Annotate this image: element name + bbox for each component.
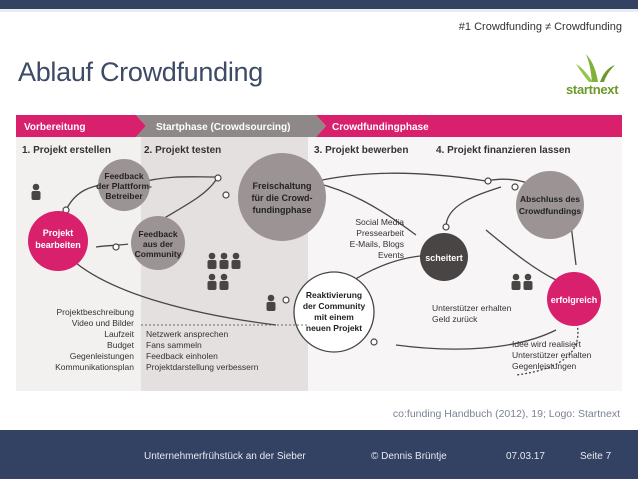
node-fs-line2: für die Crowd- xyxy=(252,193,313,203)
success-outcome-text: Idee wird realisiert Unterstützer erhalt… xyxy=(512,339,592,371)
node-feedback-plattform xyxy=(98,159,150,211)
channel-list: Social Media Pressearbeit E-Mails, Blogs… xyxy=(350,217,405,260)
node-projekt-line1: Projekt xyxy=(43,228,74,238)
list-item: Netzwerk ansprechen xyxy=(146,329,228,339)
list-item: Idee wird realisiert xyxy=(512,339,582,349)
people-icon xyxy=(31,183,533,311)
list-item: Fans sammeln xyxy=(146,340,202,350)
list-item: Video und Bilder xyxy=(72,318,134,328)
node-erfolgreich xyxy=(547,272,601,326)
top-divider xyxy=(0,9,638,12)
node-erfolgreich-label: erfolgreich xyxy=(551,295,598,305)
step-3-label: 3. Projekt bewerben xyxy=(314,145,408,156)
preparation-list: Projektbeschreibung Video und Bilder Lau… xyxy=(55,307,135,372)
footer-author: © Dennis Brüntje xyxy=(371,451,447,462)
node-ab-line1: Abschluss des xyxy=(520,194,580,204)
logo-wordmark: startnext xyxy=(566,82,619,97)
list-item: Gegenleistungen xyxy=(512,361,577,371)
node-rk-line4: neuen Projekt xyxy=(306,323,362,333)
node-fc-line3: Community xyxy=(135,249,182,259)
list-item: Projektdarstellung verbessern xyxy=(146,362,259,372)
node-fs-line1: Freischaltung xyxy=(252,181,311,191)
footer-date: 07.03.17 xyxy=(506,451,545,462)
process-diagram-svg: Vorbereitung Startphase (Crowdsourcing) … xyxy=(16,115,622,391)
footer-page: Seite 7 xyxy=(580,451,612,462)
phase-label-crowdfundingphase: Crowdfundingphase xyxy=(332,122,429,133)
node-rk-line3: mit einem xyxy=(314,312,354,322)
node-fp-line1: Feedback xyxy=(104,171,143,181)
slide-title: Ablauf Crowdfunding xyxy=(18,57,263,87)
slide-subtitle: #1 Crowdfunding ≠ Crowdfunding xyxy=(458,21,622,33)
list-item: Gegenleistungen xyxy=(70,351,135,361)
list-item: Social Media xyxy=(355,217,404,227)
node-projekt-bearbeiten xyxy=(28,211,88,271)
image-credit: co:funding Handbuch (2012), 19; Logo: St… xyxy=(392,408,620,420)
node-fp-line3: Betreiber xyxy=(105,191,143,201)
node-reaktivierung xyxy=(293,271,375,353)
list-item: Budget xyxy=(107,340,135,350)
node-scheitert xyxy=(420,233,468,281)
leaf-icon xyxy=(576,54,615,82)
list-item: Laufzeit xyxy=(104,329,134,339)
list-item: Projektbeschreibung xyxy=(57,307,135,317)
top-bar xyxy=(0,0,638,9)
footer-bar: Unternehmerfrühstück an der Sieber © Den… xyxy=(0,430,638,479)
phase-label-vorbereitung: Vorbereitung xyxy=(24,122,85,133)
node-feedback-community xyxy=(131,216,185,270)
step-4-label: 4. Projekt finanzieren lassen xyxy=(436,145,571,156)
list-item: Kommunikationsplan xyxy=(55,362,134,372)
list-item: Unterstützer erhalten xyxy=(432,303,512,313)
list-item: Events xyxy=(378,250,404,260)
crowdfunding-process-diagram: Vorbereitung Startphase (Crowdsourcing) … xyxy=(16,115,622,391)
list-item: Unterstützer erhalten xyxy=(512,350,592,360)
list-item: Feedback einholen xyxy=(146,351,218,361)
node-projekt-line2: bearbeiten xyxy=(35,240,81,250)
list-item: E-Mails, Blogs xyxy=(350,239,404,249)
node-rk-line2: der Community xyxy=(303,301,366,311)
startphase-list: Netzwerk ansprechen Fans sammeln Feedbac… xyxy=(146,329,259,372)
phase-label-startphase: Startphase (Crowdsourcing) xyxy=(156,122,290,133)
node-rk-line1: Reaktivierung xyxy=(306,290,362,300)
node-ab-line2: Crowdfundings xyxy=(519,206,582,216)
node-fc-line2: aus der xyxy=(143,239,174,249)
step-1-label: 1. Projekt erstellen xyxy=(22,145,111,156)
node-fs-line3: fundingphase xyxy=(253,205,312,215)
node-scheitert-label: scheitert xyxy=(425,253,463,263)
node-fp-line2: der Plattform- xyxy=(96,181,152,191)
phase-banner-2 xyxy=(136,115,326,137)
node-freischaltung xyxy=(238,153,326,241)
phase-banner-1 xyxy=(16,115,146,137)
fail-outcome-text: Unterstützer erhalten Geld zurück xyxy=(432,303,512,324)
footer-event: Unternehmerfrühstück an der Sieber xyxy=(144,451,306,462)
node-fc-line1: Feedback xyxy=(138,229,177,239)
list-item: Geld zurück xyxy=(432,314,478,324)
startnext-logo: startnext xyxy=(553,48,623,102)
step-2-label: 2. Projekt testen xyxy=(144,145,221,156)
phase-banner-3 xyxy=(316,115,622,137)
list-item: Pressearbeit xyxy=(356,228,404,238)
node-abschluss xyxy=(516,171,584,239)
